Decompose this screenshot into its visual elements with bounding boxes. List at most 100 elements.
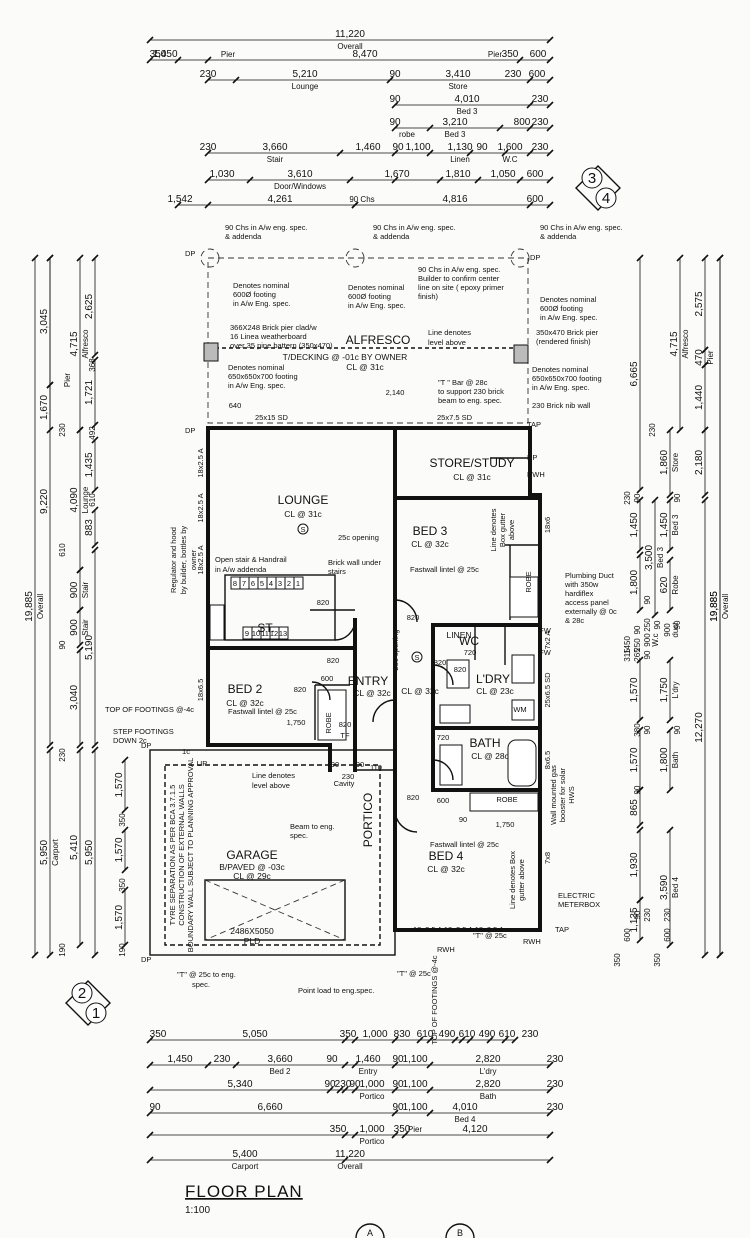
top-dim-tick [346,176,354,184]
stair-number: 10 [252,629,260,638]
left-dim-tick [76,941,84,949]
plan-note: line on site ( epoxy primer [418,283,504,292]
right-dim-tick [636,546,644,554]
left-small-dim: 350 [118,813,127,827]
left-dim-label: 1,570 [114,837,125,862]
ceiling-note: T/DECKING @ -01c BY OWNER [283,352,408,362]
top-dim-label: Store [448,82,468,91]
top-dim-tick [526,76,534,84]
right-small-dim: 90 [653,620,662,629]
top-dim-tick [546,149,554,157]
plan-note: TOP OF FOOTINGS @-4c [105,705,194,714]
bottom-dim-tick [341,1086,349,1094]
plan-note: & addenda [540,232,577,241]
right-dim-label: 1,860 [659,450,670,475]
right-small-dim-sub: duct [671,622,680,638]
top-dim-tick [546,124,554,132]
plan-note-vertical: ROBE [324,712,333,733]
right-dim-tick [636,786,644,794]
plan-note-vertical: 8x6.5 [543,751,552,769]
door-under-stair [334,619,356,641]
bottom-dim-label: 490 [439,1029,456,1040]
opening-label: 600 [437,796,450,805]
stair-number: 9 [245,629,249,638]
plan-note-vertical: Wall mounted gas [549,765,558,825]
left-dim-sublabel: Carport [51,838,60,865]
top-dim-label: 3,210 [442,117,467,128]
plan-note: DOWN 2c [113,736,147,745]
bottom-dim-label: Bath [480,1092,496,1101]
plan-note: spec. [192,980,210,989]
plan-note-vertical: Line denotes [489,508,498,551]
plan-note: 350x470 Brick pier [536,328,599,337]
bottom-dim-label: 2,820 [475,1079,500,1090]
bottom-dim-tick [546,1156,554,1164]
ceiling-note: B/PAVED @ -03c [219,862,285,872]
left-dim-tick [76,741,84,749]
top-dim-label: Bed 3 [457,107,478,116]
bottom-dim-label: 610 [417,1029,434,1040]
right-dim-tick [701,361,709,369]
top-dim-label: Lounge [292,82,319,91]
stair-number: 1 [296,579,300,588]
opening-label: 2,140 [386,388,405,397]
right-dim-tick [666,491,674,499]
bottom-dim-tick [426,1036,434,1044]
plan-note: TAP [555,925,569,934]
bottom-dim-label: Carport [232,1162,259,1171]
top-dim-label: 1,810 [445,169,470,180]
ceiling-note: CL @ 32c [427,864,465,874]
opening-label: 1,750 [287,718,306,727]
right-dim-tick [716,254,724,262]
plan-note: 650x650x700 footing [532,374,602,383]
bottom-dim-label: 350 [340,1029,357,1040]
plan-note-vertical: above [507,520,516,540]
bottom-dim-label: Bed 2 [270,1067,291,1076]
plan-note: DP [185,249,195,258]
bottom-dim-label: 350 [150,1029,167,1040]
bottom-dim-label: 830 [394,1029,411,1040]
right-dim-sublabel: Store [671,452,680,472]
bottom-dim-label: 5,050 [242,1029,267,1040]
plan-note: Denotes nominal [228,363,285,372]
bottom-dim-label: 1,000 [359,1079,384,1090]
room-label: LINEN [446,630,471,640]
top-dim-label: Door/Windows [274,182,326,191]
left-dim-label: 5,190 [84,635,95,660]
opening-label: Cavity [334,779,355,788]
left-dim-label: 3,040 [69,685,80,710]
section-marker-number: 4 [602,190,610,207]
plan-note: finish) [418,292,439,301]
elevation-marker [355,1223,385,1238]
plan-note: RWH [437,945,455,954]
plan-note: STEP FOOTINGS [113,727,174,736]
bottom-dim-tick [391,1131,399,1139]
plan-note: Open stair & Handrail [215,555,287,564]
left-dim-tick [121,756,129,764]
bathtub [507,739,537,787]
bottom-dim-label: Portico [360,1092,385,1101]
right-dim-label: 19,885 [709,591,720,622]
top-dim-label: 8,470 [352,49,377,60]
right-small-dim: 230 [623,491,632,505]
left-small-dim: 492 [88,426,97,440]
right-dim-label: 19,885 [709,591,720,622]
plan-note: TAP [527,420,541,429]
left-dim-tick [76,606,84,614]
right-dim-label: 470 [694,349,705,366]
plan-note: in A/w Eng. spec. [348,301,406,310]
stair-tread [293,576,304,590]
bottom-dim-label: 350 [394,1124,411,1135]
right-dim-label: 1,450 [629,512,640,537]
left-small-dim: 350 [118,878,127,892]
top-dim-tick [146,36,154,44]
left-dim-label: 3,045 [39,309,50,334]
section-marker-circle [595,187,617,209]
right-dim-sublabel: Overall [721,594,730,620]
top-dim-tick [516,56,524,64]
top-dim-label: 4,010 [454,94,479,105]
left-dim-sublabel: Stair [81,581,90,598]
